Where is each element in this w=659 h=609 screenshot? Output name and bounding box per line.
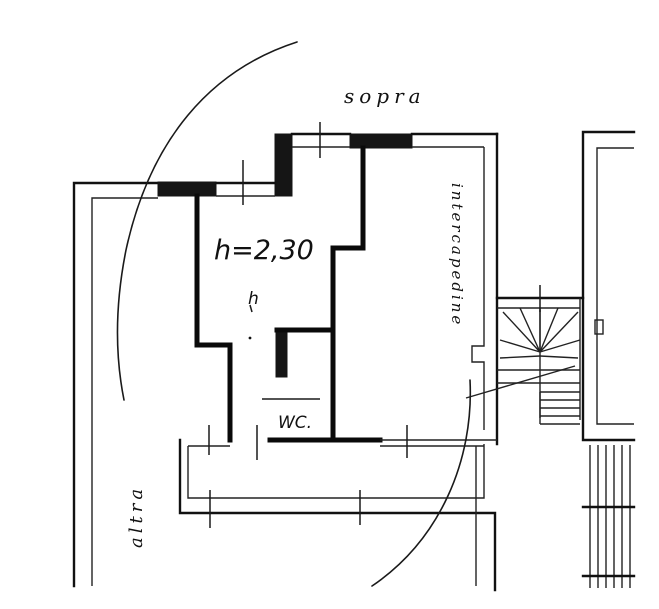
label-h: h: [248, 289, 259, 309]
top-wall-segments: [214, 122, 499, 205]
corridor-walls: [178, 425, 497, 592]
wall-blocks: [157, 133, 413, 378]
left-outer-walls: [72, 181, 162, 588]
curved-strokes: [116, 41, 472, 587]
label-altra: altra: [126, 485, 147, 548]
label-height: h=2,30: [214, 235, 314, 266]
right-building: [581, 130, 636, 588]
right-room-walls: [471, 132, 499, 446]
interior-marks: [248, 304, 320, 400]
staircase: [465, 285, 585, 425]
label-sopra: sopra: [344, 84, 426, 108]
interior-bold-walls: [194, 145, 383, 443]
label-intercapedine: intercapedine: [448, 183, 466, 327]
label-wc: WC.: [278, 413, 312, 433]
